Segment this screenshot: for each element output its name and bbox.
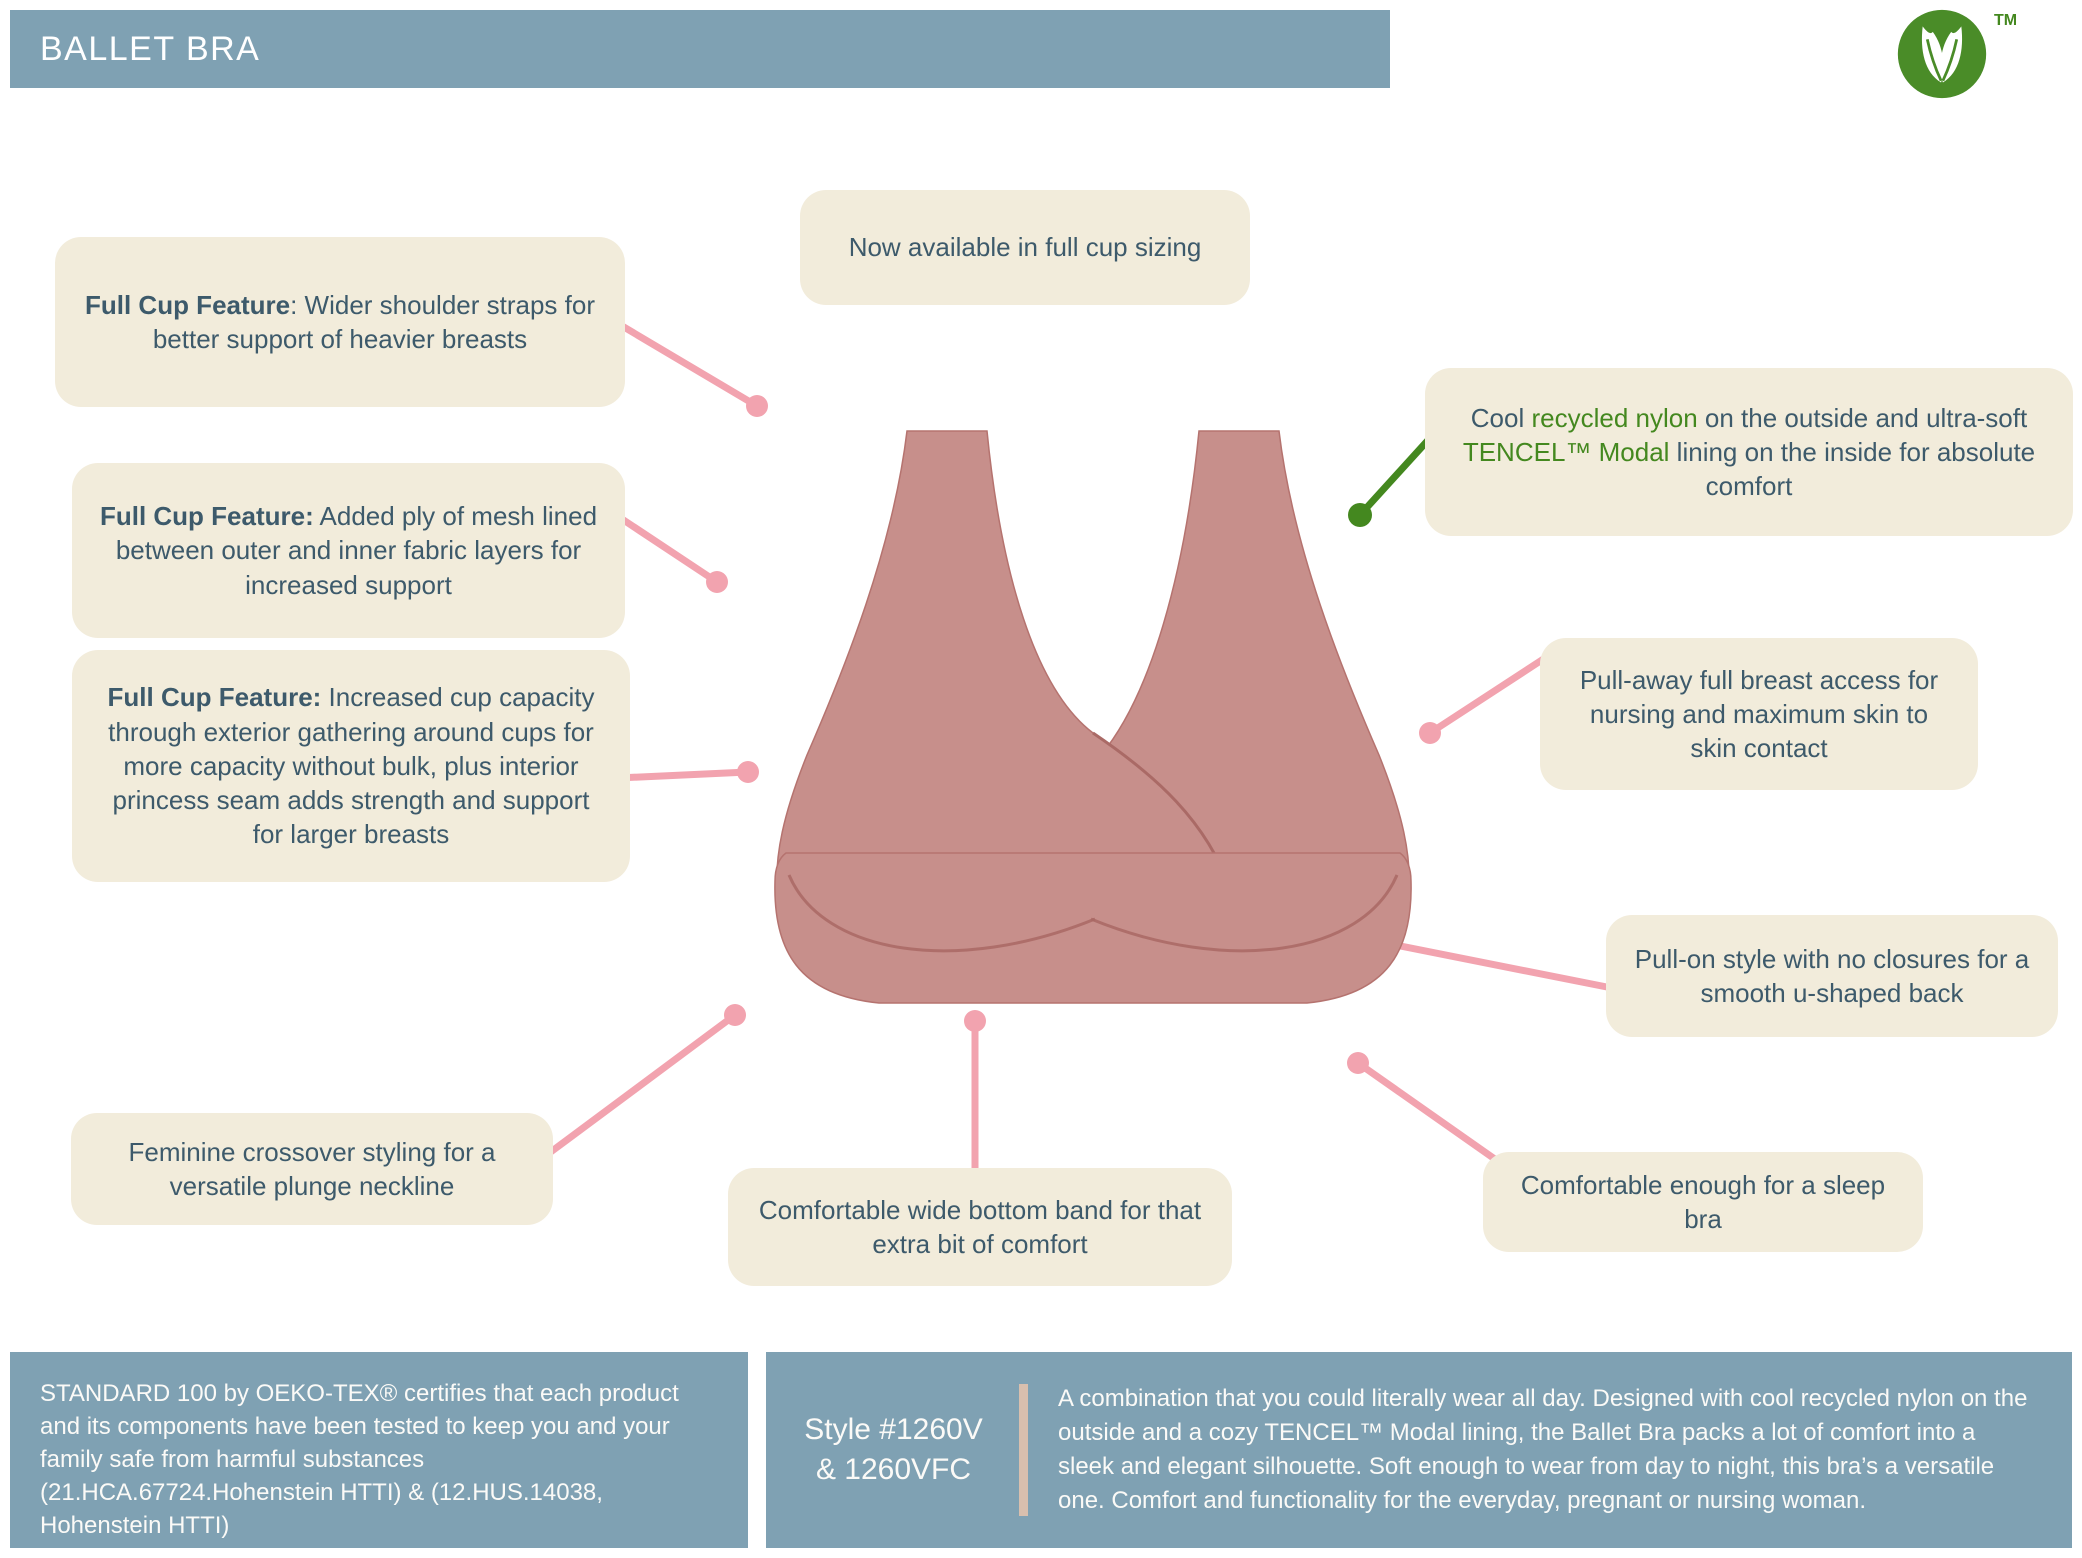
callout-material: Cool recycled nylon on the outside and u…	[1425, 368, 2073, 536]
callout-material-p3: lining on the inside for absolute comfor…	[1669, 436, 2036, 502]
connector-dot-crossover	[724, 1004, 746, 1026]
callout-full-cup-mesh-bold: Full Cup Feature:	[99, 501, 314, 532]
style-number-line2: & 1260VFC	[815, 1453, 972, 1486]
footer-certification: STANDARD 100 by OEKO-TEX® certifies that…	[10, 1352, 748, 1548]
callout-pull-on: Pull-on style with no closures for a smo…	[1606, 915, 2058, 1037]
connector-dot-straps	[746, 395, 768, 417]
callout-now-available: Now available in full cup sizing	[800, 190, 1250, 305]
bra-right-panel	[1100, 430, 1411, 892]
page-title: BALLET BRA	[40, 29, 261, 68]
leaf-logo-icon	[1897, 9, 1987, 99]
callout-full-cup-straps-bold: Full Cup Feature	[84, 289, 291, 320]
connector-line-capacity	[614, 768, 752, 782]
logo-left-vein	[1925, 38, 1943, 82]
product-image-bra	[774, 430, 1412, 1004]
callout-full-cup-straps-rest: : Wider shoulder straps for better suppo…	[152, 289, 595, 354]
connector-line-straps	[608, 316, 761, 410]
callout-material-p1: Cool	[1470, 402, 1532, 433]
callout-pull-on-text: Pull-on style with no closures for a smo…	[1634, 943, 2030, 1008]
callout-bottom-band-text: Comfortable wide bottom band for that ex…	[758, 1194, 1202, 1259]
style-divider	[1019, 1384, 1028, 1516]
callout-crossover: Feminine crossover styling for a versati…	[71, 1113, 553, 1225]
callout-full-cup-mesh-text: Full Cup Feature: Added ply of mesh line…	[96, 499, 601, 602]
style-number-line1: Style #1260V	[804, 1412, 983, 1446]
callout-sleep-bra: Comfortable enough for a sleep bra	[1483, 1152, 1923, 1252]
callout-pull-away-text: Pull-away full breast access for nursing…	[1579, 664, 1939, 764]
callout-full-cup-capacity: Full Cup Feature: Increased cup capacity…	[72, 650, 630, 882]
connector-line-pull-away	[1426, 652, 1552, 737]
callout-material-p2: on the outside and ultra-soft	[1697, 402, 2028, 433]
callout-full-cup-straps-text: Full Cup Feature: Wider shoulder straps …	[79, 288, 601, 357]
logo-right-vein	[1941, 38, 1959, 82]
connector-dot-bottom-band	[964, 1010, 986, 1032]
callout-crossover-text: Feminine crossover styling for a versati…	[128, 1136, 496, 1201]
bra-left-underseam	[787, 874, 1096, 953]
footer-description: A combination that you could literally w…	[1058, 1384, 2028, 1515]
connector-dot-mesh	[706, 571, 728, 593]
callout-full-cup-capacity-rest: Increased cup capacity through exterior …	[108, 682, 595, 850]
callout-material-text: Cool recycled nylon on the outside and u…	[1449, 401, 2049, 504]
callout-full-cup-capacity-text: Full Cup Feature: Increased cup capacity…	[96, 680, 606, 852]
connector-dot-material	[1348, 503, 1372, 527]
style-number: Style #1260V & 1260VFC	[776, 1410, 1011, 1491]
connector-line-mesh	[618, 515, 721, 586]
header-bar: BALLET BRA	[10, 10, 1390, 88]
callout-sleep-bra-text: Comfortable enough for a sleep bra	[1520, 1169, 1886, 1234]
callout-now-available-text: Now available in full cup sizing	[848, 232, 1202, 263]
connector-line-sleep-bra	[1354, 1059, 1503, 1166]
connector-line-pull-on	[1371, 937, 1626, 994]
connector-dot-capacity	[737, 761, 759, 783]
connector-line-material	[1356, 434, 1434, 519]
callout-material-recycled-nylon: recycled nylon	[1531, 402, 1698, 433]
bra-band	[774, 852, 1412, 1004]
callout-full-cup-mesh-rest: Added ply of mesh lined between outer an…	[115, 501, 598, 600]
callout-full-cup-capacity-bold: Full Cup Feature:	[107, 682, 322, 713]
bra-right-underseam	[1090, 874, 1399, 953]
footer-product-info: Style #1260V & 1260VFC A combination tha…	[766, 1352, 2072, 1548]
connector-dot-pull-away	[1419, 722, 1441, 744]
footer-certification-text: STANDARD 100 by OEKO-TEX® certifies that…	[40, 1380, 679, 1539]
callout-bottom-band: Comfortable wide bottom band for that ex…	[728, 1168, 1232, 1286]
callout-full-cup-straps: Full Cup Feature: Wider shoulder straps …	[55, 237, 625, 407]
logo-trademark: TM	[1994, 12, 2018, 29]
connector-dot-sleep-bra	[1347, 1052, 1369, 1074]
callout-pull-away: Pull-away full breast access for nursing…	[1540, 638, 1978, 790]
callout-full-cup-mesh: Full Cup Feature: Added ply of mesh line…	[72, 463, 625, 638]
connector-line-crossover	[544, 1011, 739, 1158]
callout-material-tencel-modal: TENCEL™ Modal	[1462, 436, 1670, 467]
